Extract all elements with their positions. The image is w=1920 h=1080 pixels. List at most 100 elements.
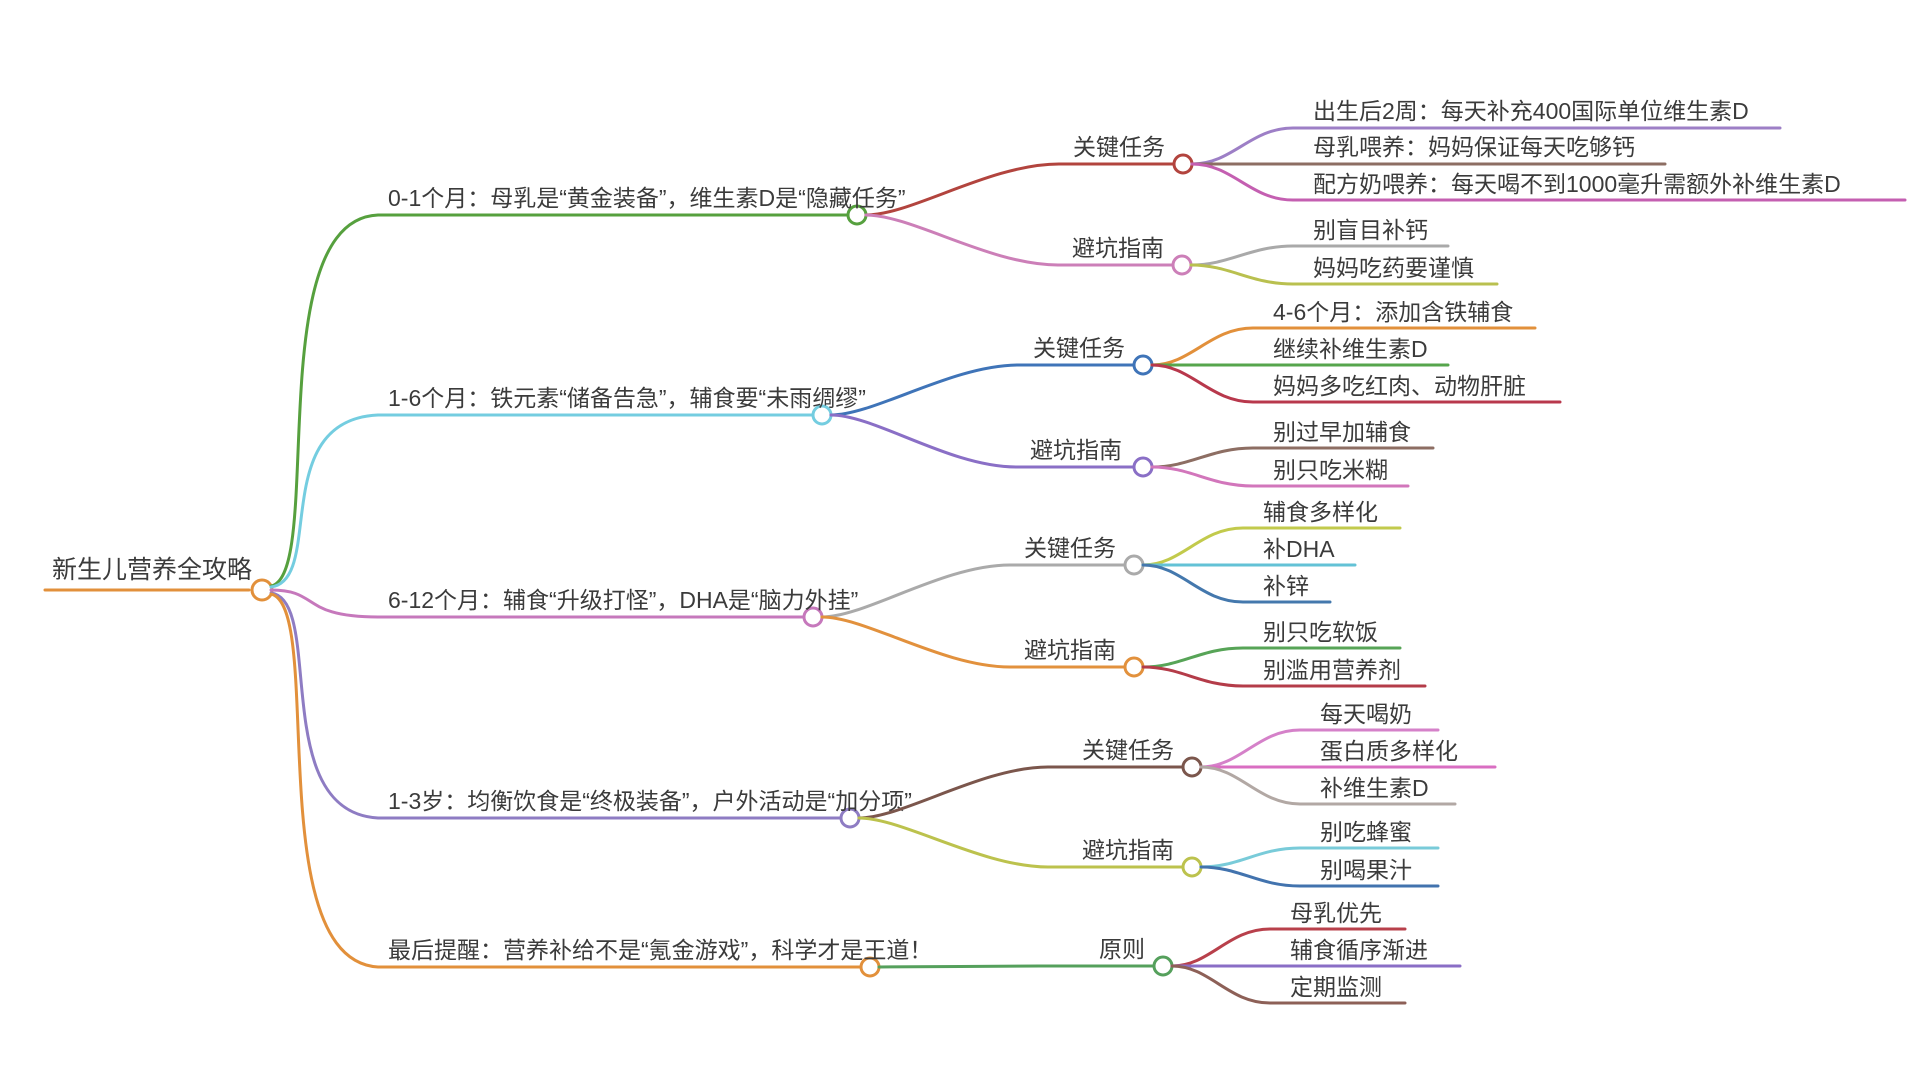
leaf-node-2-0-1: 补DHA <box>1141 536 1357 567</box>
pitfall-guide-2: 避坑指南 <box>820 615 1145 678</box>
root-label[interactable]: 新生儿营养全攻略 <box>52 556 252 584</box>
subnode-edge-0-0 <box>864 162 1176 217</box>
subnode-handle-3-1[interactable] <box>1181 856 1203 878</box>
leaf-edge-0-0-0 <box>1190 126 1782 166</box>
leaf-node-1-1-0: 别过早加辅食 <box>1150 419 1435 469</box>
pitfall-guide-0: 避坑指南 <box>864 213 1193 276</box>
subnode-label-1-0[interactable]: 关键任务 <box>1033 335 1125 361</box>
subnode-handle-2-1[interactable] <box>1123 656 1145 678</box>
subnode-handle-1-1[interactable] <box>1132 456 1154 478</box>
subnode-handle-4-0[interactable] <box>1152 955 1174 977</box>
branch-label-4[interactable]: 最后提醒：营养补给不是“氪金游戏”，科学才是王道！ <box>388 937 932 963</box>
leaf-edge-1-0-2 <box>1150 363 1562 404</box>
subnode-label-0-0[interactable]: 关键任务 <box>1073 134 1165 160</box>
subnode-label-2-0[interactable]: 关键任务 <box>1024 535 1116 561</box>
leaf-label-3-0-2[interactable]: 补维生素D <box>1320 775 1429 801</box>
leaf-edge-1-1-0 <box>1150 446 1435 469</box>
subnode-label-0-1[interactable]: 避坑指南 <box>1072 235 1164 261</box>
leaf-node-2-1-1: 别滥用营养剂 <box>1141 657 1427 688</box>
branch-label-1[interactable]: 1-6个月：铁元素“储备告急”，辅食要“未雨绸缪” <box>388 385 866 411</box>
leaf-node-0-0-1: 母乳喂养：妈妈保证每天吃够钙 <box>1190 134 1667 166</box>
branch-final-reminder: 最后提醒：营养补给不是“氪金游戏”，科学才是王道！ <box>269 592 932 978</box>
leaf-label-0-0-1[interactable]: 母乳喂养：妈妈保证每天吃够钙 <box>1313 134 1635 160</box>
subnode-handle-1-0[interactable] <box>1132 354 1154 376</box>
subnode-label-1-1[interactable]: 避坑指南 <box>1030 437 1122 463</box>
leaf-edge-0-1-0 <box>1189 244 1450 267</box>
subnode-edge-2-0 <box>820 563 1127 619</box>
pitfall-guide-3: 避坑指南 <box>857 816 1203 878</box>
leaf-label-4-0-1[interactable]: 辅食循序渐进 <box>1290 937 1428 963</box>
leaf-edge-3-0-2 <box>1199 765 1457 806</box>
branch-edge-2 <box>269 588 806 619</box>
leaf-label-2-1-1[interactable]: 别滥用营养剂 <box>1263 657 1401 683</box>
subnode-label-2-1[interactable]: 避坑指南 <box>1024 637 1116 663</box>
leaf-edge-4-0-2 <box>1170 964 1407 1005</box>
leaf-edge-3-0-0 <box>1199 728 1440 769</box>
leaf-label-1-1-1[interactable]: 别只吃米糊 <box>1273 457 1388 483</box>
root-node-handle[interactable] <box>250 578 274 602</box>
leaf-edge-2-1-0 <box>1141 646 1402 669</box>
leaf-label-0-1-1[interactable]: 妈妈吃药要谨慎 <box>1313 255 1474 281</box>
leaf-node-2-1-0: 别只吃软饭 <box>1141 619 1402 669</box>
leaf-edge-1-0-0 <box>1150 326 1537 367</box>
leaf-label-4-0-2[interactable]: 定期监测 <box>1290 974 1382 1000</box>
leaf-label-2-0-1[interactable]: 补DHA <box>1263 536 1335 562</box>
leaf-label-1-0-2[interactable]: 妈妈多吃红肉、动物肝脏 <box>1273 373 1526 399</box>
branch-age-1-3: 1-3岁：均衡饮食是“终极装备”，户外活动是“加分项” <box>269 591 912 829</box>
leaf-label-1-0-1[interactable]: 继续补维生素D <box>1273 336 1428 362</box>
key-tasks-0: 关键任务 <box>864 134 1194 217</box>
leaf-edge-0-0-2 <box>1190 162 1907 202</box>
subnode-label-4-0[interactable]: 原则 <box>1099 936 1145 962</box>
leaf-label-1-1-0[interactable]: 别过早加辅食 <box>1273 419 1411 445</box>
key-tasks-2: 关键任务 <box>820 535 1145 619</box>
branch-month-0-1: 0-1个月：母乳是“黄金装备”，维生素D是“隐藏任务” <box>269 185 906 588</box>
leaf-node-3-1-1: 别喝果汁 <box>1199 857 1440 888</box>
subnode-edge-4-0 <box>877 964 1156 969</box>
subnode-edge-1-0 <box>829 363 1136 417</box>
root-node: 新生儿营养全攻略 <box>43 556 274 602</box>
subnode-edge-3-1 <box>857 816 1185 869</box>
subnode-edge-0-1 <box>864 213 1175 267</box>
leaf-node-0-1-1: 妈妈吃药要谨慎 <box>1189 255 1499 286</box>
leaf-label-2-0-0[interactable]: 辅食多样化 <box>1263 499 1378 525</box>
subnode-handle-0-1[interactable] <box>1171 254 1193 276</box>
branch-label-0[interactable]: 0-1个月：母乳是“黄金装备”，维生素D是“隐藏任务” <box>388 185 906 211</box>
leaf-label-0-1-0[interactable]: 别盲目补钙 <box>1313 217 1428 243</box>
leaf-label-3-1-0[interactable]: 别吃蜂蜜 <box>1320 819 1412 845</box>
leaf-label-2-0-2[interactable]: 补锌 <box>1263 573 1309 599</box>
leaf-edge-2-0-0 <box>1141 526 1402 567</box>
leaf-label-2-1-0[interactable]: 别只吃软饭 <box>1263 619 1378 645</box>
subnode-handle-2-0[interactable] <box>1123 554 1145 576</box>
subnode-label-3-0[interactable]: 关键任务 <box>1082 737 1174 763</box>
leaf-node-1-0-1: 继续补维生素D <box>1150 336 1450 367</box>
leaf-label-0-0-2[interactable]: 配方奶喂养：每天喝不到1000毫升需额外补维生素D <box>1313 171 1841 197</box>
leaf-edge-4-0-0 <box>1170 927 1407 968</box>
leaf-label-0-0-0[interactable]: 出生后2周：每天补充400国际单位维生素D <box>1313 98 1749 124</box>
leaf-node-0-0-0: 出生后2周：每天补充400国际单位维生素D <box>1190 98 1782 166</box>
subnode-label-3-1[interactable]: 避坑指南 <box>1082 837 1174 863</box>
leaf-node-1-0-2: 妈妈多吃红肉、动物肝脏 <box>1150 363 1562 404</box>
leaf-label-3-1-1[interactable]: 别喝果汁 <box>1320 857 1412 883</box>
subnode-handle-3-0[interactable] <box>1181 756 1203 778</box>
leaf-edge-1-1-1 <box>1150 465 1410 488</box>
branch-label-2[interactable]: 6-12个月：辅食“升级打怪”，DHA是“脑力外挂” <box>388 587 858 613</box>
leaf-edge-0-1-1 <box>1189 263 1499 286</box>
leaf-node-1-0-0: 4-6个月：添加含铁辅食 <box>1150 299 1537 367</box>
subnode-handle-0-0[interactable] <box>1172 153 1194 175</box>
leaf-label-4-0-0[interactable]: 母乳优先 <box>1290 900 1382 926</box>
leaf-label-3-0-0[interactable]: 每天喝奶 <box>1320 701 1412 727</box>
leaf-node-2-0-2: 补锌 <box>1141 563 1332 604</box>
subnode-edge-2-1 <box>820 615 1127 669</box>
branch-edge-4 <box>269 592 863 969</box>
key-tasks-3: 关键任务 <box>857 737 1203 820</box>
leaf-node-2-0-0: 辅食多样化 <box>1141 499 1402 567</box>
principles-node: 原则 <box>877 936 1174 977</box>
key-tasks-1: 关键任务 <box>829 335 1154 417</box>
leaf-label-3-0-1[interactable]: 蛋白质多样化 <box>1320 738 1458 764</box>
leaf-node-3-0-1: 蛋白质多样化 <box>1199 738 1497 769</box>
leaf-edge-2-0-2 <box>1141 563 1332 604</box>
leaf-label-1-0-0[interactable]: 4-6个月：添加含铁辅食 <box>1273 299 1513 325</box>
branch-label-3[interactable]: 1-3岁：均衡饮食是“终极装备”，户外活动是“加分项” <box>388 788 912 814</box>
branch-month-6-12: 6-12个月：辅食“升级打怪”，DHA是“脑力外挂” <box>269 587 858 628</box>
